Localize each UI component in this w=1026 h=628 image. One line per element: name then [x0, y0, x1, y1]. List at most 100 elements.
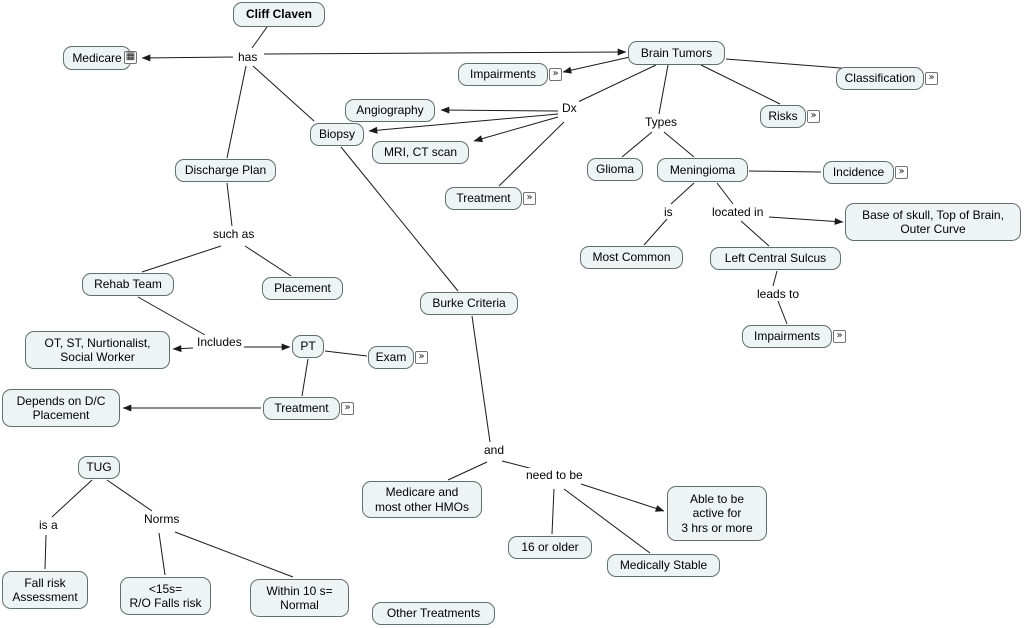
node-label: R/O Falls risk — [129, 596, 202, 610]
edge-and--medicare-hmos — [447, 461, 488, 481]
node-label: Impairments — [469, 67, 537, 82]
node-angiography[interactable]: Angiography — [345, 99, 435, 122]
node-label: Exam — [375, 350, 407, 365]
edge-such-as--rehab-team — [141, 245, 222, 273]
linking-phrase-is-a[interactable]: is a — [37, 518, 60, 532]
resource-chevron-icon[interactable]: » — [895, 166, 908, 179]
resource-chevron-icon[interactable]: » — [833, 330, 846, 343]
node-label: Able to be — [689, 491, 745, 506]
resource-chevron-icon[interactable]: » — [415, 351, 428, 364]
edge-dx--mri-ct-scan — [473, 116, 559, 143]
node-medically-stable[interactable]: Medically Stable — [607, 554, 720, 577]
node-tug[interactable]: TUG — [78, 456, 120, 479]
edge-has--discharge-plan — [226, 65, 247, 159]
node-rehab-team[interactable]: Rehab Team — [82, 273, 174, 296]
edge-pt--exam — [324, 350, 368, 357]
node-label: Angiography — [356, 103, 424, 118]
linking-phrase-norms[interactable]: Norms — [142, 512, 182, 526]
resource-chevron-icon[interactable]: » — [523, 192, 536, 205]
linking-phrase-has[interactable]: has — [236, 50, 260, 64]
linking-phrase-leads-to[interactable]: leads to — [755, 287, 802, 301]
node-within-10s[interactable]: Within 10 s=Normal — [250, 579, 349, 617]
node-label: Biopsy — [318, 127, 356, 142]
edge-tug--norms — [106, 479, 153, 512]
node-treatment-pt[interactable]: Treatment» — [263, 397, 354, 420]
node-label: TUG — [86, 460, 112, 475]
linking-phrase-includes[interactable]: Includes — [195, 335, 244, 349]
resource-grid-icon[interactable]: ▦ — [124, 51, 137, 64]
node-incidence[interactable]: Incidence» — [823, 161, 908, 184]
node-ot-st-team[interactable]: OT, ST, Nurtionalist,Social Worker — [25, 331, 170, 369]
node-label: Assessment — [12, 590, 78, 604]
node-exam[interactable]: Exam » — [368, 346, 428, 369]
node-impairments-top[interactable]: Impairments » — [458, 63, 562, 86]
node-glioma[interactable]: Glioma — [587, 158, 643, 181]
edge-meningioma--located-in — [716, 182, 734, 205]
node-cliff-claven[interactable]: Cliff Claven — [233, 2, 325, 27]
node-label: Normal — [280, 598, 319, 612]
node-biopsy[interactable]: Biopsy — [310, 123, 364, 146]
node-discharge-plan[interactable]: Discharge Plan — [175, 159, 276, 182]
node-burke-criteria[interactable]: Burke Criteria — [420, 292, 518, 315]
node-label: Meningioma — [669, 162, 736, 177]
linking-phrase-need-to-be[interactable]: need to be — [524, 468, 585, 482]
linking-phrase-types[interactable]: Types — [643, 115, 680, 129]
resource-chevron-icon[interactable]: » — [341, 402, 354, 415]
node-left-central-sulcus[interactable]: Left Central Sulcus — [710, 247, 841, 270]
node-label: Left Central Sulcus — [724, 251, 827, 266]
node-fifteen-s[interactable]: <15s=R/O Falls risk — [120, 577, 211, 615]
edge-dx--angiography — [440, 106, 559, 114]
node-other-treatments[interactable]: Other Treatments — [372, 602, 495, 625]
edge-is--most-common — [643, 218, 668, 246]
linking-phrase-such-as[interactable]: such as — [211, 227, 257, 241]
node-label: PT — [300, 339, 316, 354]
linking-phrase-and[interactable]: and — [482, 443, 507, 457]
node-meningioma[interactable]: Meningioma — [657, 158, 748, 182]
node-treatment-dx[interactable]: Treatment» — [445, 187, 536, 210]
node-label: Social Worker — [60, 350, 135, 364]
node-label: Fall risk — [24, 575, 66, 590]
node-placement[interactable]: Placement — [262, 277, 343, 300]
node-label: Burke Criteria — [432, 296, 506, 311]
edge-located-in--base-of-skull — [768, 216, 844, 225]
edge-has--biopsy — [252, 65, 315, 122]
resource-chevron-icon[interactable]: » — [549, 68, 562, 81]
node-label: Medicare — [72, 50, 122, 65]
linking-phrase-located-in[interactable]: located in — [710, 205, 766, 219]
resource-chevron-icon[interactable]: » — [807, 110, 820, 123]
node-label: Placement — [32, 408, 90, 422]
linking-phrase-dx[interactable]: Dx — [560, 101, 579, 115]
node-classification[interactable]: Classification » — [836, 67, 938, 90]
node-label: 16 or older — [521, 540, 579, 555]
edge-types--meningioma — [663, 131, 695, 158]
node-label: 3 hrs or more — [681, 520, 753, 535]
edge-treatment-dx--dx — [498, 121, 565, 187]
node-label: active for — [692, 506, 742, 521]
edge-brain-tumors--dx — [577, 64, 657, 103]
edge-need-to-be--sixteen-older — [551, 488, 555, 535]
edge-need-to-be--able-active — [580, 483, 665, 512]
resource-chevron-icon[interactable]: » — [925, 72, 938, 85]
node-label: Classification — [844, 71, 916, 86]
node-medicare[interactable]: Medicare▦ — [63, 46, 137, 70]
node-most-common[interactable]: Most Common — [580, 246, 683, 269]
node-base-of-skull[interactable]: Base of skull, Top of Brain,Outer Curve — [845, 203, 1021, 241]
edge-meningioma--is — [670, 182, 695, 205]
node-label: Most Common — [592, 250, 671, 265]
node-risks[interactable]: Risks» — [760, 105, 820, 128]
node-impairments-2[interactable]: Impairments» — [742, 325, 846, 348]
edge-pt--treatment-pt — [301, 358, 309, 397]
linking-phrase-is[interactable]: is — [662, 205, 675, 219]
node-pt[interactable]: PT — [292, 335, 324, 358]
node-brain-tumors[interactable]: Brain Tumors — [628, 41, 725, 65]
node-sixteen-older[interactable]: 16 or older — [508, 536, 592, 559]
node-label: Outer Curve — [900, 222, 966, 236]
node-mri-ct-scan[interactable]: MRI, CT scan — [372, 141, 469, 164]
node-label: MRI, CT scan — [383, 145, 458, 160]
node-label: Cliff Claven — [245, 7, 312, 22]
